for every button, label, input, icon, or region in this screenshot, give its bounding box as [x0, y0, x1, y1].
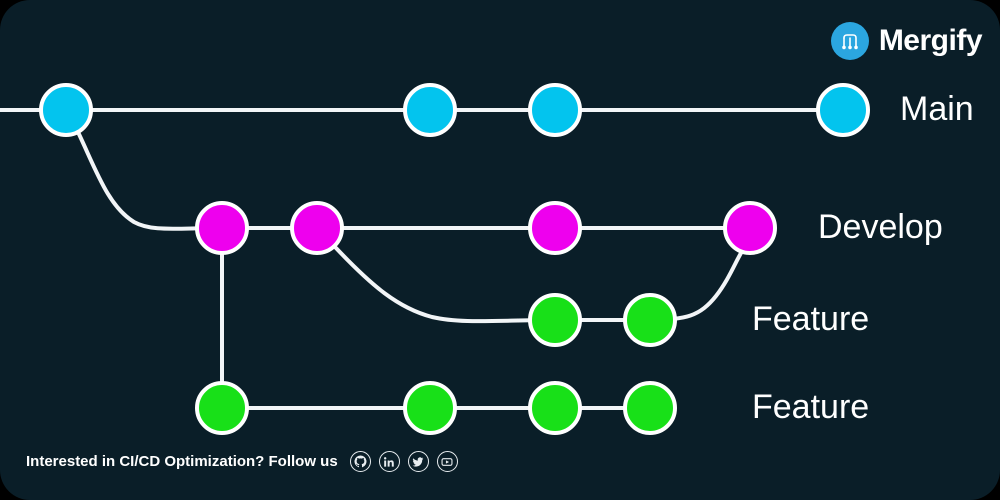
branch-label-develop: Develop: [818, 208, 943, 246]
graph-edges: [0, 108, 845, 410]
commit-node-feature-bottom-3[interactable]: [528, 381, 582, 435]
branch-label-feature-bottom: Feature: [752, 388, 870, 426]
commit-node-main-2[interactable]: [403, 83, 457, 137]
linkedin-icon[interactable]: [378, 451, 400, 472]
footer: Interested in CI/CD Optimization? Follow…: [26, 451, 458, 472]
edge-main-to-develop: [76, 130, 224, 231]
commit-node-feature-top-2[interactable]: [623, 293, 677, 347]
branch-label-feature-top: Feature: [752, 300, 870, 338]
brand-name: Mergify: [878, 24, 983, 57]
edge-develop-to-feature-top: [334, 246, 557, 324]
commit-node-main-4[interactable]: [816, 83, 870, 137]
commit-node-develop-3[interactable]: [528, 201, 582, 255]
github-icon[interactable]: [349, 451, 371, 472]
commit-node-feature-bottom-2[interactable]: [403, 381, 457, 435]
commit-node-feature-bottom-1[interactable]: [195, 381, 249, 435]
youtube-icon[interactable]: [436, 451, 458, 472]
social-links: [349, 451, 458, 472]
mergify-logo[interactable]: Mergify: [830, 22, 983, 60]
mergify-merge-mark-icon: [830, 22, 869, 60]
footer-cta-text: Interested in CI/CD Optimization? Follow…: [26, 453, 338, 470]
graph-nodes: [39, 83, 870, 435]
commit-node-main-1[interactable]: [39, 83, 93, 137]
commit-node-feature-top-1[interactable]: [528, 293, 582, 347]
commit-node-main-3[interactable]: [528, 83, 582, 137]
commit-node-develop-4[interactable]: [723, 201, 777, 255]
commit-node-develop-1[interactable]: [195, 201, 249, 255]
branch-label-main: Main: [900, 90, 974, 128]
commit-node-develop-2[interactable]: [290, 201, 344, 255]
twitter-icon[interactable]: [407, 451, 429, 472]
commit-node-feature-bottom-4[interactable]: [623, 381, 677, 435]
